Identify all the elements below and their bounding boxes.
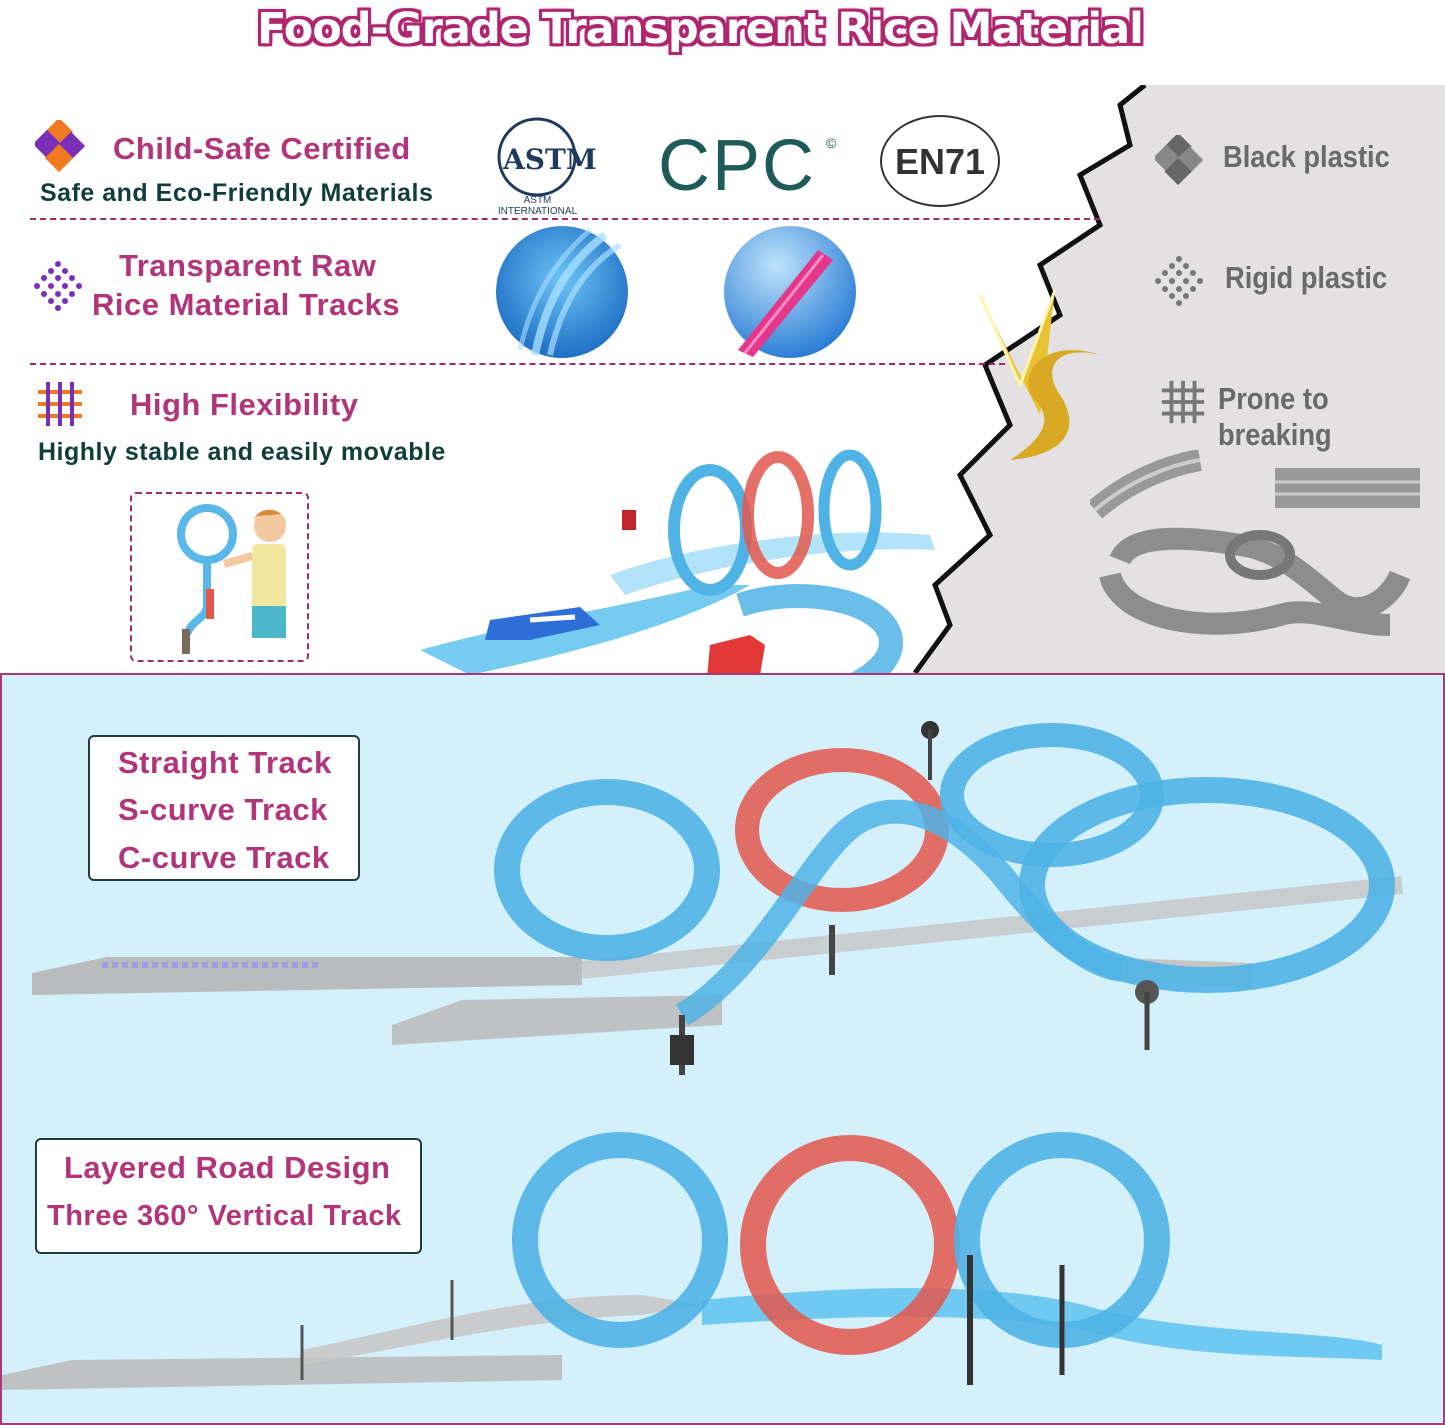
label-three-vertical-track: Three 360° Vertical Track xyxy=(47,1200,402,1232)
woven-grid-icon xyxy=(38,382,82,426)
astm-emblem-icon xyxy=(497,117,577,197)
feature-transparent-title-line1: Transparent Raw xyxy=(119,248,377,283)
compare-prone-to-breaking: Prone to breaking xyxy=(1218,381,1332,452)
cpc-mark: © xyxy=(826,135,837,151)
track-set-three-loops-image xyxy=(2,1132,1382,1390)
rigid-plastic-icon xyxy=(1155,256,1203,306)
page-title: Food-Grade Transparent Rice Material xyxy=(257,4,1144,54)
feature-child-safe-title: Child-Safe Certified xyxy=(113,131,411,166)
astm-text: ASTM xyxy=(503,143,597,176)
en71-logo: EN71 xyxy=(880,115,1000,207)
en71-text: EN71 xyxy=(894,141,986,182)
child-playing-photo xyxy=(130,492,309,662)
feature-flexibility-subtitle: Highly stable and easily movable xyxy=(38,438,446,466)
red-track-sample-image xyxy=(724,226,856,358)
compare-rigid-plastic: Rigid plastic xyxy=(1225,260,1388,295)
divider-2 xyxy=(30,363,1005,365)
dotted-diamond-icon xyxy=(34,261,82,311)
label-straight-track: Straight Track xyxy=(118,745,332,780)
divider-1 xyxy=(30,218,1100,220)
feature-child-safe-subtitle: Safe and Eco-Friendly Materials xyxy=(40,179,434,207)
astm-caption: ASTM INTERNATIONAL xyxy=(497,195,578,217)
astm-logo: ASTM ASTM INTERNATIONAL xyxy=(485,115,597,217)
grey-plastic-tracks-image xyxy=(1090,450,1420,636)
track-set-figure-eight-image xyxy=(32,721,1403,1075)
label-c-curve-track: C-curve Track xyxy=(118,840,330,875)
layered-design-label-box: Layered Road Design Three 360° Vertical … xyxy=(35,1138,422,1254)
breaking-icon xyxy=(1161,380,1205,424)
label-layered-road-design: Layered Road Design xyxy=(64,1150,391,1185)
puzzle-logo-icon xyxy=(35,120,86,172)
cpc-logo: CPC xyxy=(658,126,817,206)
versus-label: VS xyxy=(960,285,981,289)
compare-black-plastic: Black plastic xyxy=(1223,139,1390,174)
versus-graphic: VS xyxy=(960,285,1100,460)
child-with-track-illustration xyxy=(177,504,286,654)
blue-track-sample-image xyxy=(496,226,628,358)
black-plastic-icon xyxy=(1155,135,1204,185)
track-types-label-box: Straight Track S-curve Track C-curve Tra… xyxy=(88,735,360,881)
top-comparison-area: Child-Safe Certified Safe and Eco-Friend… xyxy=(0,85,1445,725)
track-showcase-panel: Straight Track S-curve Track C-curve Tra… xyxy=(0,673,1445,1425)
label-s-curve-track: S-curve Track xyxy=(118,792,328,827)
feature-flexibility-title: High Flexibility xyxy=(130,387,359,422)
feature-transparent-title-line2: Rice Material Tracks xyxy=(92,287,401,322)
grey-comparison-panel xyxy=(912,85,1445,673)
